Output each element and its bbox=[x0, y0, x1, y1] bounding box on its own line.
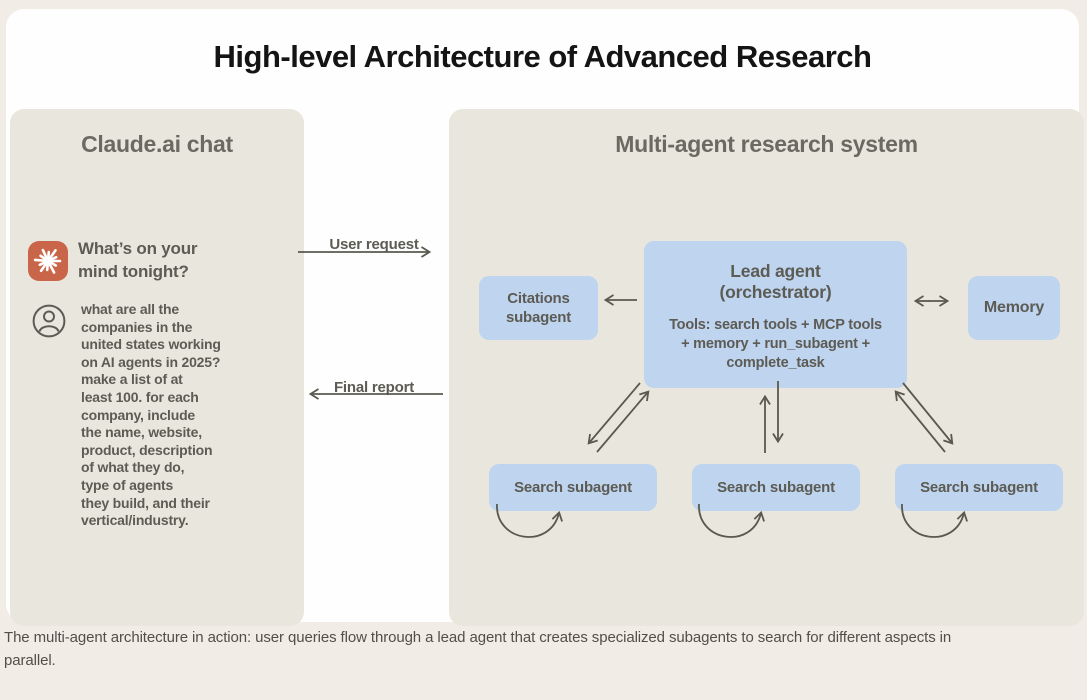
user-query: what are all the companies in the united… bbox=[81, 301, 221, 529]
multi-agent-panel-title: Multi-agent research system bbox=[615, 131, 918, 157]
multi-agent-panel: Multi-agent research system Citations su… bbox=[449, 109, 1084, 626]
figure-card: High-level Architecture of Advanced Rese… bbox=[6, 9, 1084, 626]
figure-caption: The multi-agent architecture in action: … bbox=[4, 629, 952, 669]
claude-chat-panel-title: Claude.ai chat bbox=[81, 131, 233, 157]
search-subagent-box-2: Search subagent bbox=[692, 464, 860, 511]
claude-starburst-icon bbox=[28, 241, 68, 281]
lead-agent-tools: Tools: search tools + MCP tools + memory… bbox=[669, 317, 882, 371]
claude-chat-panel: Claude.ai chat What’ bbox=[10, 109, 304, 626]
memory-box: Memory bbox=[968, 276, 1060, 340]
final-report-label: Final report bbox=[333, 379, 415, 396]
lead-agent-title: Lead agent (orchestrator) bbox=[719, 261, 832, 302]
search-subagent-box-1: Search subagent bbox=[489, 464, 657, 511]
search-subagent-box-3: Search subagent bbox=[895, 464, 1063, 511]
user-avatar-icon bbox=[32, 304, 66, 338]
user-request-label: User request bbox=[329, 236, 419, 253]
citations-subagent-box: Citations subagent bbox=[479, 276, 598, 340]
page-title: High-level Architecture of Advanced Rese… bbox=[213, 39, 872, 74]
assistant-greeting: What’s on your mind tonight? bbox=[78, 239, 198, 281]
lead-agent-box: Lead agent (orchestrator) Tools: search … bbox=[644, 241, 907, 388]
